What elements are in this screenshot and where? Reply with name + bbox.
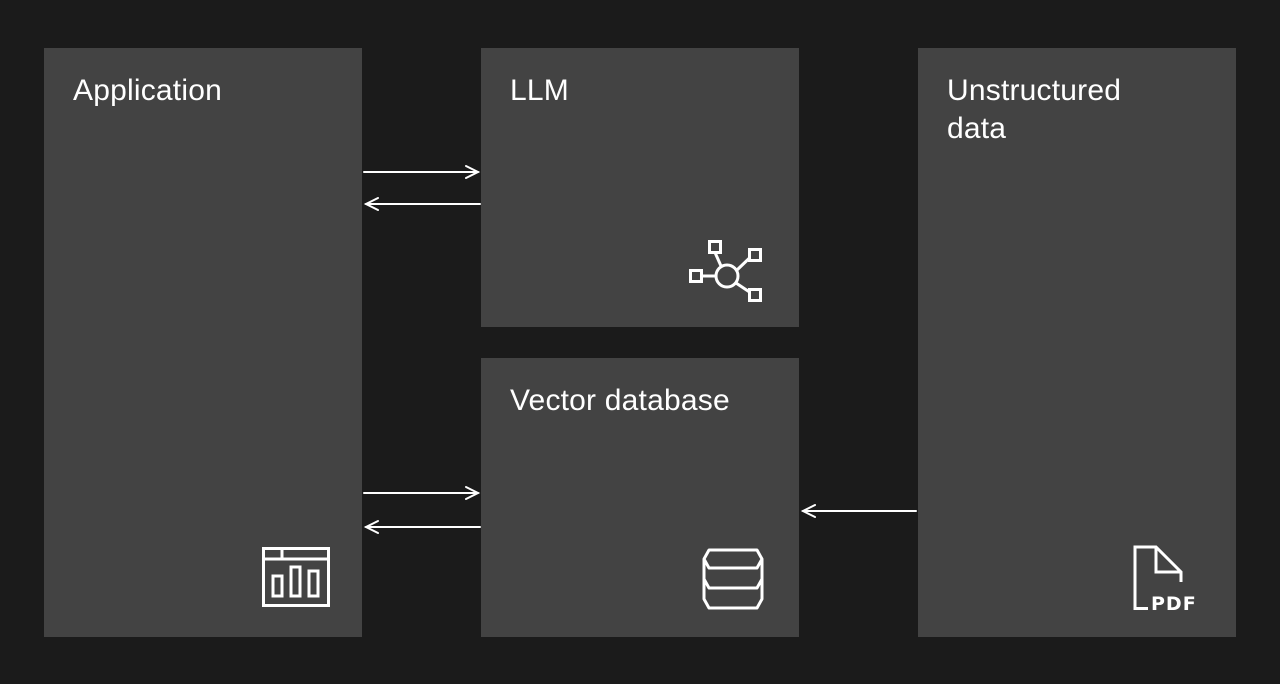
database-icon: [701, 544, 765, 612]
pdf-icon-text: PDF: [1151, 593, 1197, 615]
node-vector-database-label: Vector database: [510, 384, 730, 417]
pdf-document-icon: PDF: [1130, 543, 1202, 615]
edge-unstructured-data-to-vector-database: [800, 504, 917, 518]
node-application-label: Application: [73, 74, 222, 107]
node-llm: LLM: [481, 48, 799, 327]
dashboard-chart-icon: [262, 547, 330, 607]
node-vector-database: Vector database: [481, 358, 799, 637]
edge-vector-database-to-application: [363, 520, 481, 534]
edge-llm-to-application: [363, 197, 481, 211]
node-unstructured-data-label: Unstructured data: [947, 74, 1122, 145]
edge-application-to-vector-database: [363, 486, 481, 500]
node-application: Application: [44, 48, 362, 637]
edge-application-to-llm: [363, 165, 481, 179]
node-unstructured-data: Unstructured data PDF: [918, 48, 1236, 637]
network-graph-icon: [687, 238, 767, 304]
node-llm-label: LLM: [510, 74, 569, 107]
